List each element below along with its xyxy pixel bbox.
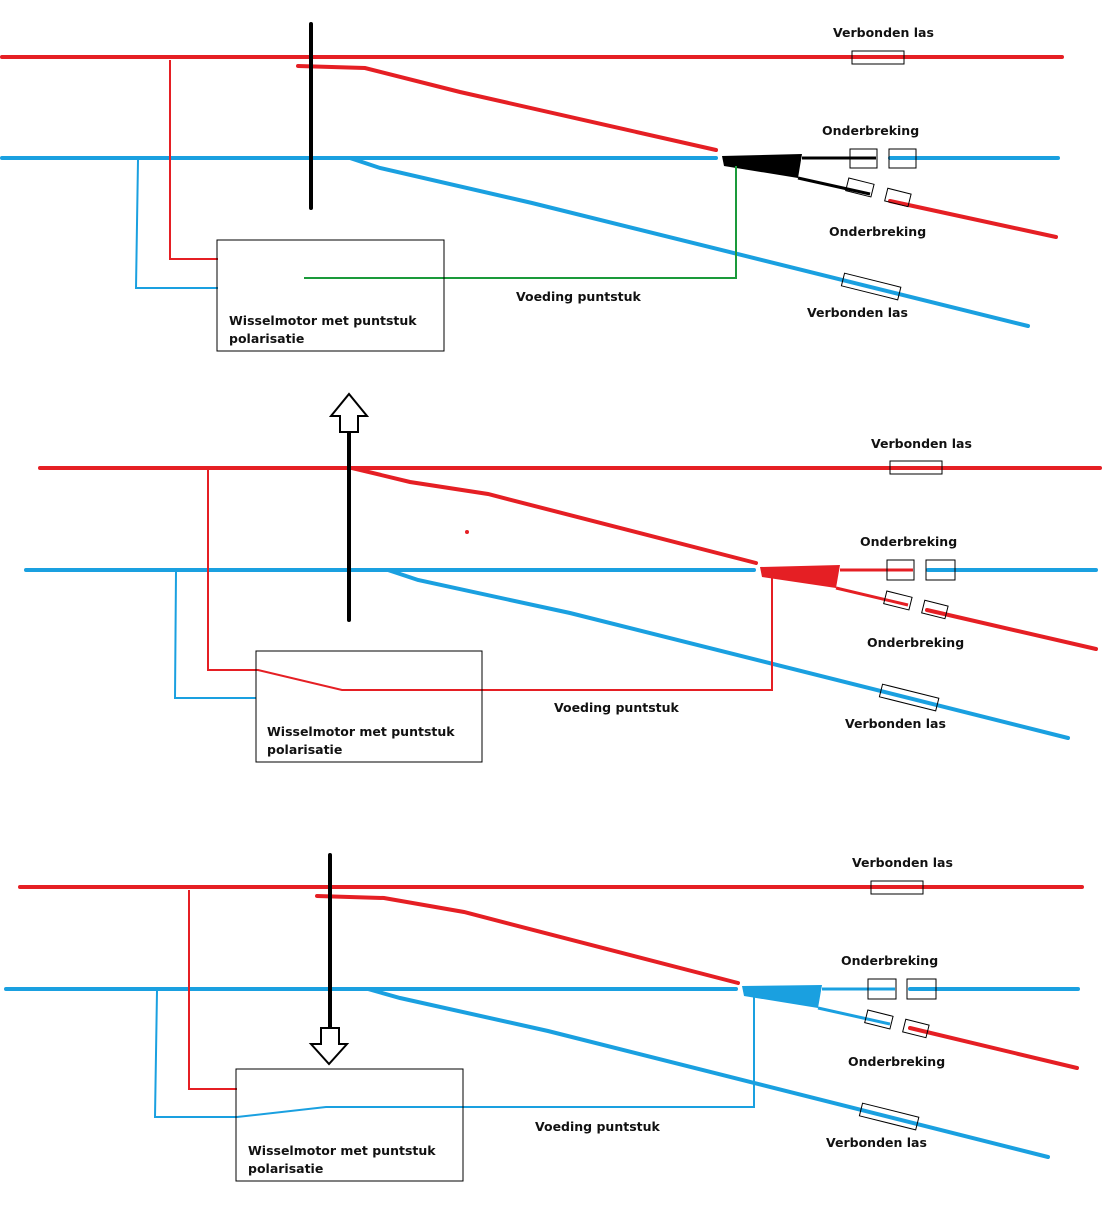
closure-rail-red [350,466,758,565]
insulated-joint-div-b [884,187,912,208]
stray-dot [465,530,469,534]
arrow-up-icon [328,392,370,433]
frog-rail-diverging [797,176,871,196]
connected-joint-bottom [858,1102,920,1131]
label-verbonden-las-bottom: Verbonden las [826,1135,927,1150]
panel-1: Verbonden las Onderbreking Onderbreking … [0,22,1064,352]
connected-joint-top [889,460,943,475]
label-verbonden-las-top: Verbonden las [871,436,972,451]
label-onderbreking-bottom: Onderbreking [848,1054,945,1069]
insulated-joint-div-a [845,177,875,198]
label-onderbreking-top: Onderbreking [822,123,919,138]
label-verbonden-las-top: Verbonden las [833,25,934,40]
frog-black [722,154,802,178]
wire-red-feed [188,890,237,1090]
insulated-joint-straight-b [888,148,917,169]
diverging-rail-red-exit [908,1026,1079,1070]
insulated-joint-div-b [921,599,949,620]
panel-3: Verbonden las Onderbreking Onderbreking … [4,853,1084,1182]
panel-2: Verbonden las Onderbreking Onderbreking … [24,392,1102,763]
motor-label-line2: polarisatie [267,742,342,757]
label-onderbreking-top: Onderbreking [841,953,938,968]
label-voeding-puntstuk: Voeding puntstuk [554,700,680,715]
connected-joint-bottom [878,683,940,712]
label-verbonden-las-bottom: Verbonden las [807,305,908,320]
motor-label-line2: polarisatie [248,1161,323,1176]
insulated-joint-straight-a [886,559,915,581]
closure-rail-red [296,64,718,152]
diverging-rail-red-exit [925,608,1098,651]
motor-label-line1: Wisselmotor met puntstuk [229,313,417,328]
motor-box [235,1068,464,1182]
diverging-rail-blue [328,987,1050,1159]
frog-red [760,565,840,588]
wire-blue-feed [153,990,755,1118]
insulated-joint-div-b [902,1018,930,1039]
motor-box [216,239,445,352]
wire-frog-feed [304,166,737,279]
diverging-rail-blue [308,156,1030,328]
connected-joint-bottom [840,272,902,301]
diverging-rail-red-exit [888,199,1058,239]
motor-label-line2: polarisatie [229,331,304,346]
frog-blue [742,985,822,1008]
label-voeding-puntstuk: Voeding puntstuk [516,289,642,304]
motor-label-line1: Wisselmotor met puntstuk [267,724,455,739]
label-onderbreking-bottom: Onderbreking [829,224,926,239]
wire-blue-feed [134,159,218,289]
insulated-joint-straight-b [906,978,937,1000]
wire-blue-feed [173,571,256,699]
label-verbonden-las-bottom: Verbonden las [845,716,946,731]
motor-label-line1: Wisselmotor met puntstuk [248,1143,436,1158]
insulated-joint-straight-b [925,559,956,581]
connected-joint-top [870,880,924,895]
label-onderbreking-top: Onderbreking [860,534,957,549]
insulated-joint-straight-a [867,978,897,1000]
connected-joint-top [851,50,905,65]
wire-red-feed [207,470,773,691]
arrow-down-icon [308,1027,350,1066]
insulated-joint-div-a [864,1009,894,1030]
motor-box [255,650,483,763]
label-verbonden-las-top: Verbonden las [852,855,953,870]
label-onderbreking-bottom: Onderbreking [867,635,964,650]
insulated-joint-straight-a [849,148,878,169]
frog-rail-diverging [817,1006,891,1026]
label-voeding-puntstuk: Voeding puntstuk [535,1119,661,1134]
insulated-joint-div-a [883,590,913,611]
diverging-rail-blue [348,568,1070,740]
wire-red-feed [169,60,218,260]
closure-rail-red [315,894,740,985]
frog-rail-diverging [835,586,909,607]
